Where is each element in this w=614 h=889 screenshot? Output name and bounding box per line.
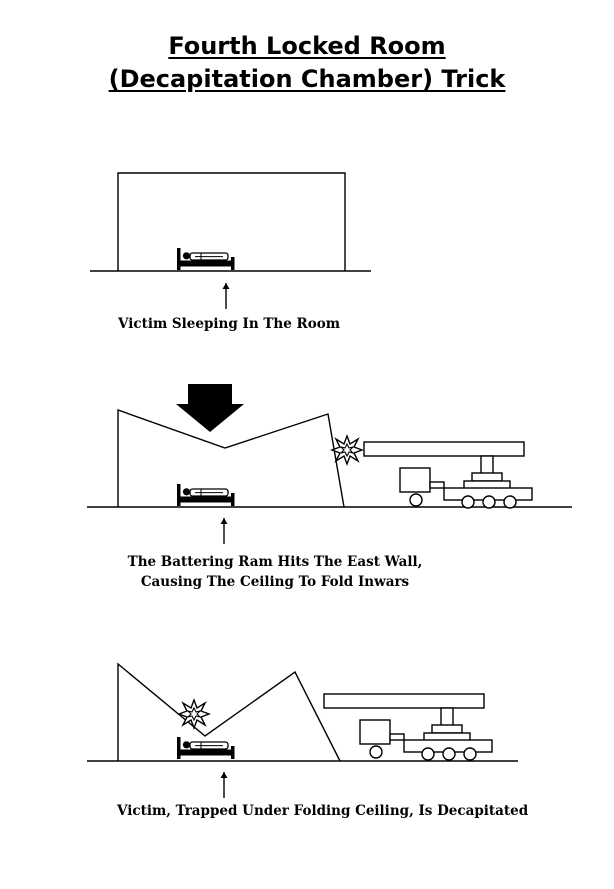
panel-2-ram-impact	[87, 384, 572, 545]
title-line-2: (Decapitation Chamber) Trick	[108, 65, 506, 93]
up-arrow-icon	[219, 517, 229, 545]
panel-2-caption: The Battering Ram Hits The East Wall, Ca…	[100, 552, 450, 592]
bed-with-victim-icon	[176, 247, 236, 271]
title-line-1: Fourth Locked Room	[168, 32, 446, 60]
panel-3-caption: Victim, Trapped Under Folding Ceiling, I…	[117, 801, 528, 821]
panel-1-caption: Victim Sleeping In The Room	[118, 314, 340, 334]
up-arrow-icon	[221, 282, 231, 310]
panel-1-room-intact	[90, 172, 371, 310]
bed-with-victim-icon	[176, 483, 236, 507]
impact-burst-icon	[178, 699, 210, 729]
bed-with-victim-icon	[176, 736, 236, 760]
panel-3-caption-line-1: Victim, Trapped Under Folding Ceiling, I…	[117, 803, 529, 819]
battering-ram-truck-icon	[323, 693, 493, 761]
panel-1-caption-line-1: Victim Sleeping In The Room	[118, 316, 341, 332]
room-outline-collapsed	[117, 662, 341, 762]
room-outline-buckling	[117, 409, 345, 508]
room-outline	[117, 172, 346, 271]
up-arrow-icon	[219, 771, 229, 799]
panel-2-caption-line-2: Causing The Ceiling To Fold Inwars	[140, 574, 410, 590]
impact-burst-icon	[331, 435, 363, 465]
panel-2-caption-line-1: The Battering Ram Hits The East Wall,	[127, 554, 423, 570]
battering-ram-truck-icon	[363, 441, 533, 509]
panel-3-ceiling-folded	[87, 662, 518, 799]
down-arrow-icon	[176, 384, 244, 432]
